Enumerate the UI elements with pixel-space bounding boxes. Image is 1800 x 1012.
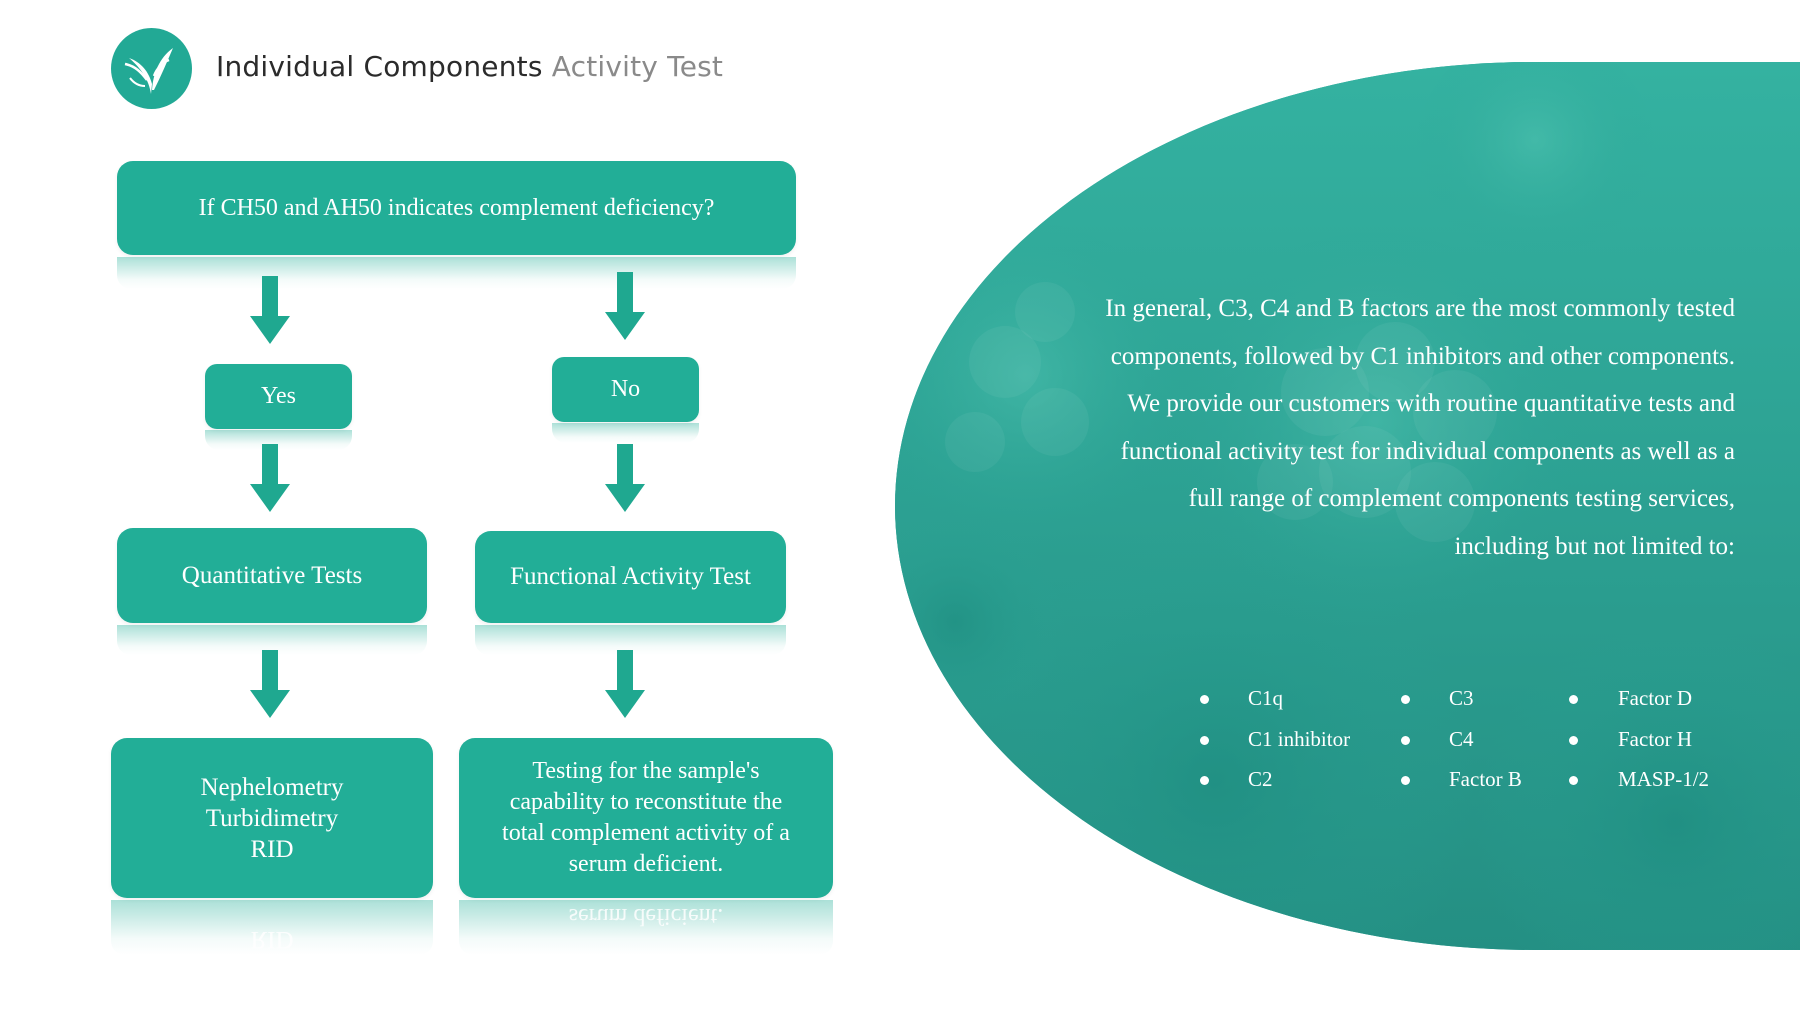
question-box: If CH50 and AH50 indicates complement de… — [117, 161, 796, 255]
bullet-icon — [1200, 736, 1209, 745]
no-label: No — [610, 376, 641, 402]
description-box: Testing for the sample's capability to r… — [459, 738, 833, 898]
description-line-2: capability to reconstitute the — [509, 789, 783, 815]
description-line-3: total complement activity of a — [502, 820, 790, 846]
component-item: Factor B — [1449, 767, 1522, 791]
quantitative-tests-label: Quantitative Tests — [181, 561, 363, 589]
bullet-icon — [1569, 776, 1578, 785]
arrow-to-methods-icon — [250, 650, 290, 718]
component-item: C3 — [1449, 686, 1474, 710]
paragraph-line-1: In general, C3, C4 and B factors are the… — [1105, 295, 1735, 322]
paragraph-line-2: components, followed by C1 inhibitors an… — [1110, 342, 1735, 370]
component-item: C4 — [1449, 727, 1474, 751]
methods-reflection: RID — [111, 900, 433, 955]
component-item: Factor D — [1618, 686, 1693, 710]
paragraph-line-6: including but not limited to: — [1454, 532, 1735, 560]
bullet-icon — [1569, 736, 1578, 745]
component-item: Factor H — [1618, 727, 1693, 751]
arrow-to-no-icon — [605, 272, 645, 340]
bullet-icon — [1401, 695, 1410, 704]
sprout-leaf-icon — [124, 48, 173, 94]
method-rid: RID — [250, 835, 294, 863]
bullet-icon — [1200, 695, 1209, 704]
functional-activity-box: Functional Activity Test — [475, 531, 786, 623]
arrow-to-quantitative-icon — [250, 444, 290, 512]
methods-box: Nephelometry Turbidimetry RID — [111, 738, 433, 898]
info-panel — [895, 62, 1800, 950]
description-line-4: serum deficient. — [568, 851, 724, 877]
question-reflection — [117, 257, 796, 289]
component-item: MASP-1/2 — [1618, 767, 1710, 791]
question-text: If CH50 and AH50 indicates complement de… — [198, 194, 715, 221]
functional-activity-label: Functional Activity Test — [510, 563, 751, 590]
bullet-icon — [1569, 695, 1578, 704]
bullet-icon — [1401, 776, 1410, 785]
page-title: Individual Components Activity Test — [216, 50, 723, 83]
no-box: No — [552, 357, 699, 422]
yes-box: Yes — [205, 364, 352, 429]
method-nephelometry: Nephelometry — [200, 773, 344, 801]
yes-label: Yes — [261, 383, 296, 409]
paragraph-line-5: full range of complement components test… — [1188, 485, 1735, 512]
arrow-to-description-icon — [605, 650, 645, 718]
logo — [111, 28, 192, 109]
description-reflection-text: serum deficient. — [568, 903, 724, 929]
method-turbidimetry: Turbidimetry — [205, 804, 339, 832]
no-reflection — [552, 423, 699, 443]
title-main: Individual Components — [216, 50, 543, 83]
paragraph-line-4: functional activity test for individual … — [1120, 437, 1735, 465]
description-line-1: Testing for the sample's — [532, 758, 760, 784]
quantitative-tests-box: Quantitative Tests — [117, 528, 427, 623]
panel-paragraph: In general, C3, C4 and B factors are the… — [1030, 285, 1735, 570]
component-item: C1q — [1248, 686, 1284, 710]
component-item: C2 — [1248, 767, 1273, 791]
methods-reflection-text: RID — [250, 926, 294, 953]
arrow-to-yes-icon — [250, 276, 290, 344]
arrow-to-functional-icon — [605, 444, 645, 512]
bullet-icon — [1200, 776, 1209, 785]
description-reflection: serum deficient. — [459, 900, 833, 955]
cell-texture-background — [895, 62, 1800, 950]
component-item: C1 inhibitor — [1248, 727, 1351, 751]
yes-reflection — [205, 430, 352, 450]
title-sub: Activity Test — [551, 50, 724, 83]
bullet-icon — [1401, 736, 1410, 745]
paragraph-line-3: We provide our customers with routine qu… — [1127, 390, 1735, 417]
